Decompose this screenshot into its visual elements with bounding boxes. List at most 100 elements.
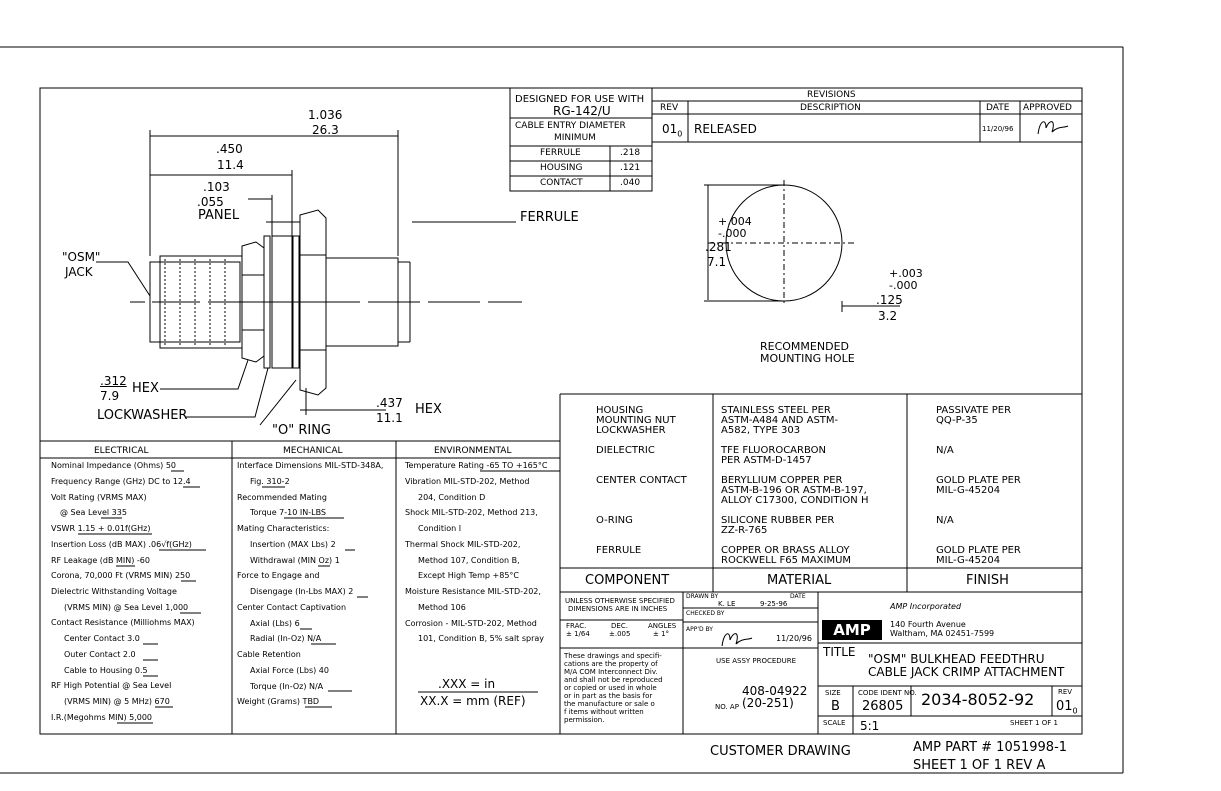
elec-line: Cable to Housing 0.5 — [64, 666, 148, 675]
env-line: Corrosion - MIL-STD-202, Method — [405, 619, 537, 628]
elec-line: Contact Resistance (Milliohms MAX) — [51, 618, 195, 627]
dim-103: .103 — [203, 180, 230, 194]
elec-line: Nominal Impedance (Ohms) 50 — [51, 461, 176, 470]
revisions-title: REVISIONS — [807, 90, 856, 100]
description-header: DESCRIPTION — [800, 103, 861, 113]
scale-label: SCALE — [823, 719, 846, 727]
mounting-hole-label-2: MOUNTING HOLE — [760, 352, 855, 365]
amp-part-number: AMP PART # 1051998-1 — [913, 740, 1068, 755]
mech-line: Center Contact Captivation — [237, 603, 347, 612]
elec-line: I.R.(Megohms MIN) 5,000 — [51, 713, 153, 722]
drawing-rev: 010 — [1056, 699, 1078, 716]
mech-line: Interface Dimensions MIL-STD-348A, — [237, 461, 384, 470]
hex-label-small: HEX — [132, 381, 159, 396]
cable-type: RG-142/U — [553, 104, 611, 118]
company-name: AMP Incorporated — [890, 602, 962, 611]
title-line-2: CABLE JACK CRIMP ATTACHMENT — [868, 665, 1065, 679]
elec-line: VSWR 1.15 + 0.01f(GHz) — [51, 524, 151, 533]
hex-437-mm: 11.1 — [376, 411, 403, 425]
drawing-scale: 5:1 — [860, 719, 880, 733]
code-ident: 26805 — [862, 699, 904, 714]
env-line: 101, Condition B, 5% salt spray — [418, 634, 545, 643]
housing-row-name: HOUSING — [540, 163, 583, 173]
ferrule-row-value: .218 — [620, 148, 641, 158]
web-dim: .125 — [876, 293, 903, 307]
component-header: COMPONENT — [585, 573, 670, 588]
env-line: 204, Condition D — [418, 493, 486, 502]
panel-label: PANEL — [198, 208, 240, 223]
mechanical-title: MECHANICAL — [283, 446, 343, 456]
mech-line: Axial (Lbs) 6 — [250, 619, 300, 628]
hole-tol-minus: -.000 — [718, 227, 747, 240]
finish-o-ring: N/A — [936, 515, 954, 526]
no-ap-label: NO. AP — [715, 703, 739, 711]
component-ferrule: FERRULE — [596, 545, 642, 556]
component-center-contact: CENTER CONTACT — [596, 475, 687, 486]
amp-logo: AMP — [822, 620, 882, 640]
customer-drawing: CUSTOMER DRAWING — [710, 744, 851, 759]
assy-procedure-number: 408-04922 — [742, 684, 808, 698]
web-tol-plus: +.003 — [889, 267, 923, 280]
mech-line: Disengage (In-Lbs MAX) 2 — [250, 587, 354, 596]
appd-by-label: APP'D BY — [686, 626, 713, 633]
dec-label: DEC. — [611, 622, 628, 630]
rev-label: REV — [1058, 688, 1073, 696]
drawn-by-name: K. LE — [718, 600, 736, 608]
mech-line: Force to Engage and — [237, 571, 320, 580]
dim-055: .055 — [197, 195, 224, 209]
rev-number: 010 — [662, 122, 683, 139]
env-line: Shock MIL-STD-202, Method 213, — [405, 508, 538, 517]
elec-line: Frequency Range (GHz) DC to 12.4 — [51, 477, 191, 486]
component-dielectric: DIELECTRIC — [596, 445, 655, 456]
mech-line: Withdrawal (MIN Oz) 1 — [250, 556, 340, 565]
company-address-2: Waltham, MA 02451-7599 — [890, 629, 995, 638]
finish-dielectric: N/A — [936, 445, 954, 456]
elec-line: RF Leakage (dB MIN) -60 — [51, 556, 150, 565]
housing-row-value: .121 — [620, 163, 641, 173]
company-address-1: 140 Fourth Avenue — [890, 620, 966, 629]
hex-312-mm: 7.9 — [100, 389, 120, 403]
frac-label: FRAC. — [566, 622, 587, 630]
elec-line: Outer Contact 2.0 — [64, 650, 136, 659]
checked-by-label: CHECKED BY — [686, 610, 725, 617]
contact-row-name: CONTACT — [540, 178, 583, 188]
env-line: Method 106 — [418, 603, 466, 612]
dimensions-in-inches: DIMENSIONS ARE IN INCHES — [568, 605, 668, 613]
ferrule-row-name: FERRULE — [540, 148, 581, 158]
drawn-by-label: DRAWN BY — [686, 593, 719, 600]
drawing-size: B — [831, 699, 840, 714]
hex-label-large: HEX — [415, 402, 442, 417]
hole-diameter: .281 — [705, 240, 732, 254]
title-line-1: "OSM" BULKHEAD FEEDTHRU — [868, 652, 1045, 666]
designed-for-use: DESIGNED FOR USE WITH — [515, 94, 645, 105]
hole-tol-plus: +.004 — [718, 215, 752, 228]
elec-line: Insertion Loss (dB MAX) .06√f(GHz) — [51, 540, 192, 549]
dim-450: .450 — [216, 142, 243, 156]
date-header: DATE — [986, 103, 1010, 113]
elec-line: RF High Potential @ Sea Level — [51, 681, 172, 690]
elec-line: (VRMS MIN) @ Sea Level 1,000 — [64, 603, 189, 612]
elec-line: Volt Rating (VRMS MAX) — [51, 493, 147, 502]
elec-line: Corona, 70,000 Ft (VRMS MIN) 250 — [51, 571, 191, 580]
size-label: SIZE — [825, 689, 841, 697]
elec-line: Dielectric Withstanding Voltage — [51, 587, 177, 596]
part-number: 2034-8052-92 — [921, 690, 1035, 709]
proprietary-notice: These drawings and specifi-cations are t… — [564, 652, 663, 724]
finish-header: FINISH — [966, 573, 1009, 588]
mech-line: Torque 7-10 IN-LBS — [250, 508, 326, 517]
env-line: Moisture Resistance MIL-STD-202, — [405, 587, 541, 596]
mech-line: Mating Characteristics: — [237, 524, 330, 533]
env-line: Temperature Rating -65 TO +165°C — [405, 461, 548, 470]
drawn-date: 9-25-96 — [760, 600, 788, 608]
mech-line: Recommended Mating — [237, 493, 327, 502]
jack-label: JACK — [65, 265, 93, 279]
mech-line: Torque (In-Oz) N/A — [250, 682, 324, 691]
angles-label: ANGLES — [648, 622, 677, 630]
